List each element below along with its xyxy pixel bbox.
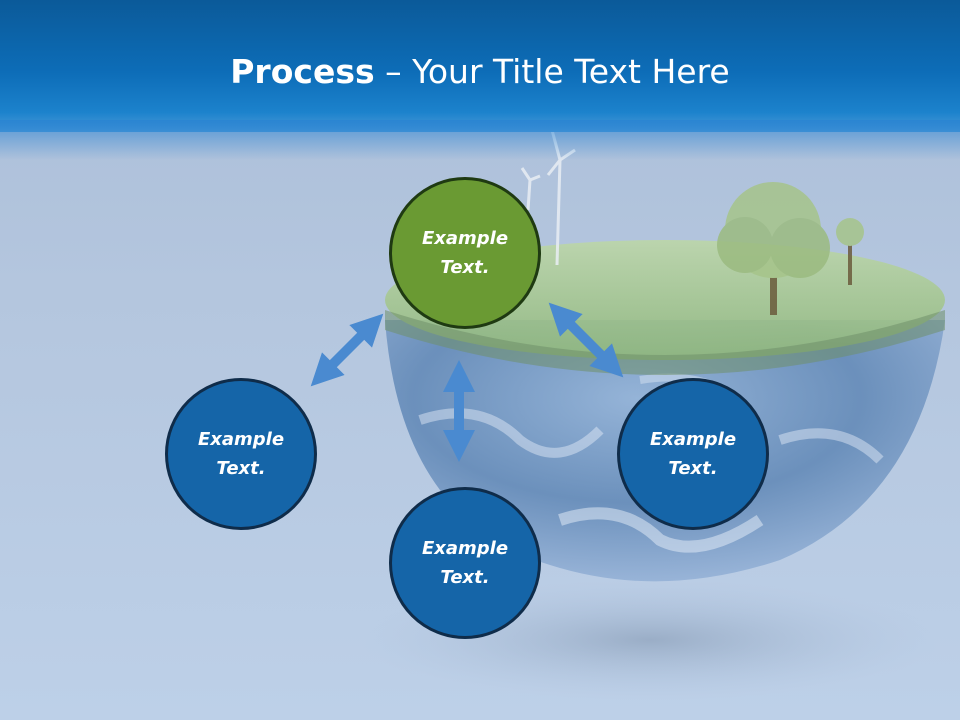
node-right-line2: Text. xyxy=(668,458,718,479)
title-bar xyxy=(0,0,960,132)
title-bar-fade xyxy=(0,120,960,160)
page-title: Process – Your Title Text Here xyxy=(0,52,960,91)
node-left-line2: Text. xyxy=(216,458,266,479)
tree xyxy=(717,182,864,315)
arrow-top-right xyxy=(548,302,624,378)
title-rest: – Your Title Text Here xyxy=(374,52,730,91)
node-top-line1: Example xyxy=(421,228,509,249)
node-left-line1: Example xyxy=(197,429,285,450)
node-bottom-line1: Example xyxy=(421,538,509,559)
arrow-top-left xyxy=(310,313,384,387)
node-right-line1: Example xyxy=(649,429,737,450)
node-top-line2: Text. xyxy=(440,257,490,278)
node-bottom-line2: Text. xyxy=(440,567,490,588)
title-bold: Process xyxy=(230,52,375,91)
